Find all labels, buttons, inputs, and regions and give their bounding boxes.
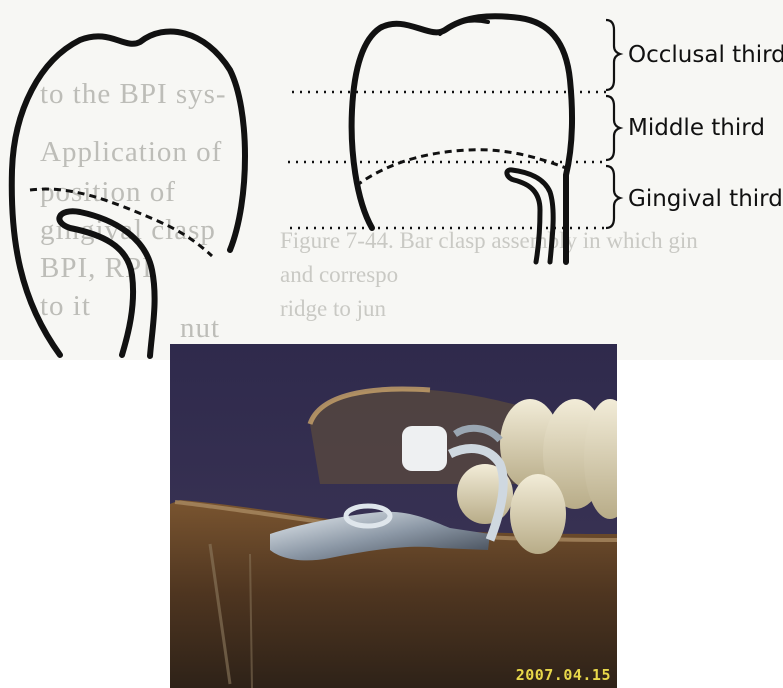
middle-third-label: Middle third xyxy=(628,115,765,141)
photo-date-stamp: 2007.04.15 xyxy=(516,666,611,684)
cast-photograph: 2007.04.15 xyxy=(170,344,617,688)
left-survey-line xyxy=(30,189,212,256)
occlusal-rest xyxy=(402,426,447,471)
occlusal-third-label: Occlusal third xyxy=(628,42,783,68)
left-clasp-bar xyxy=(59,211,154,356)
gingival-third-label: Gingival third xyxy=(628,186,783,212)
gingival-brace xyxy=(606,166,620,228)
left-tooth-outline xyxy=(12,31,245,355)
middle-brace xyxy=(606,96,620,160)
textbook-scan-panel: to the BPI sys- Application of position … xyxy=(0,0,783,360)
right-survey-line xyxy=(356,150,566,186)
cast-photo-drawing xyxy=(170,344,617,688)
tooth xyxy=(510,474,566,554)
right-clasp-bar xyxy=(507,170,553,262)
occlusal-brace xyxy=(606,20,620,90)
